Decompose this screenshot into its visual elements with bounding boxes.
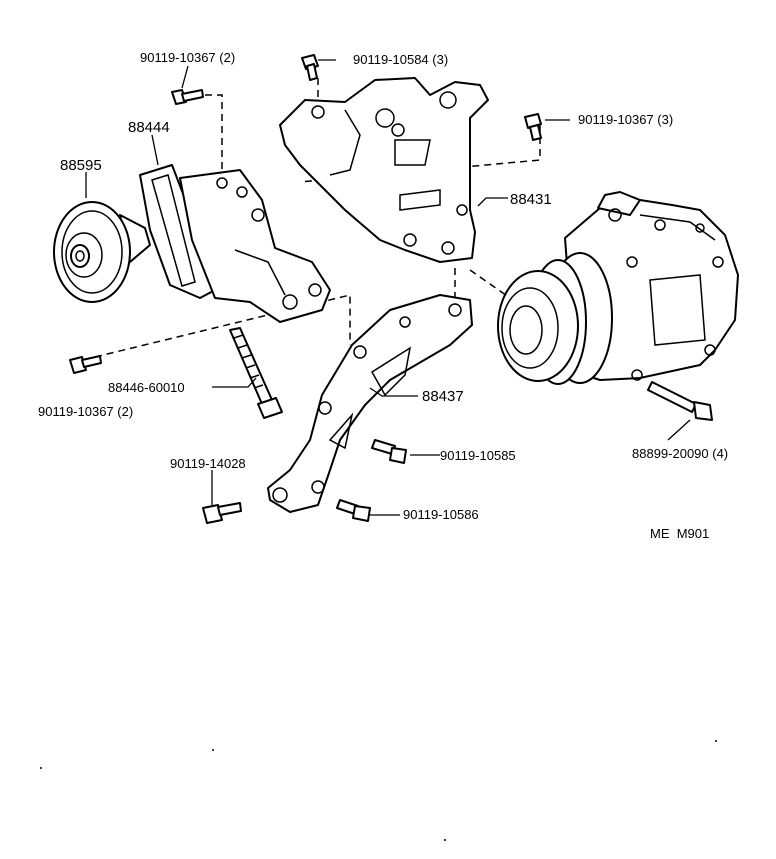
adjusting-bolt	[229, 327, 283, 419]
label-bolt-center-2: 90119-10586	[403, 507, 479, 522]
label-adjusting-bolt: 88446-60010	[108, 380, 185, 395]
label-bolt-top-left: 90119-10367 (2)	[140, 50, 235, 65]
compressor-bolt	[647, 381, 713, 421]
compressor	[497, 191, 739, 385]
bolt-left	[69, 355, 102, 374]
scan-specks	[40, 740, 717, 841]
label-bolt-center-1: 90119-10585	[440, 448, 516, 463]
label-bolt-left: 90119-10367 (2)	[38, 404, 133, 419]
label-bolt-right: 90119-10367 (3)	[578, 112, 673, 127]
lower-bracket	[267, 294, 473, 513]
label-compressor-bolt: 88899-20090 (4)	[632, 446, 728, 461]
reference-code: ME M901	[650, 526, 709, 541]
bolt-center-2	[336, 499, 371, 522]
label-bolt-bottom-left: 90119-14028	[170, 456, 246, 471]
bolt-center-1	[371, 439, 407, 464]
label-lower-bracket: 88437	[422, 388, 464, 405]
bolt-top-center	[301, 54, 319, 81]
compressor-bracket	[279, 77, 489, 263]
label-idler-pulley: 88595	[60, 157, 102, 174]
bolt-right	[524, 113, 542, 141]
adjusting-bar	[139, 164, 331, 323]
leader-lines	[85, 59, 691, 516]
idler-pulley	[53, 201, 151, 303]
label-adjusting-bar: 88444	[128, 119, 170, 136]
bolt-top-left	[171, 89, 204, 105]
bolt-bottom-left	[202, 502, 242, 524]
label-compressor-bracket: 88431	[510, 191, 552, 208]
labels: 90119-10367 (2) 90119-10584 (3) 90119-10…	[38, 50, 728, 541]
label-bolt-top-center: 90119-10584 (3)	[353, 52, 448, 67]
